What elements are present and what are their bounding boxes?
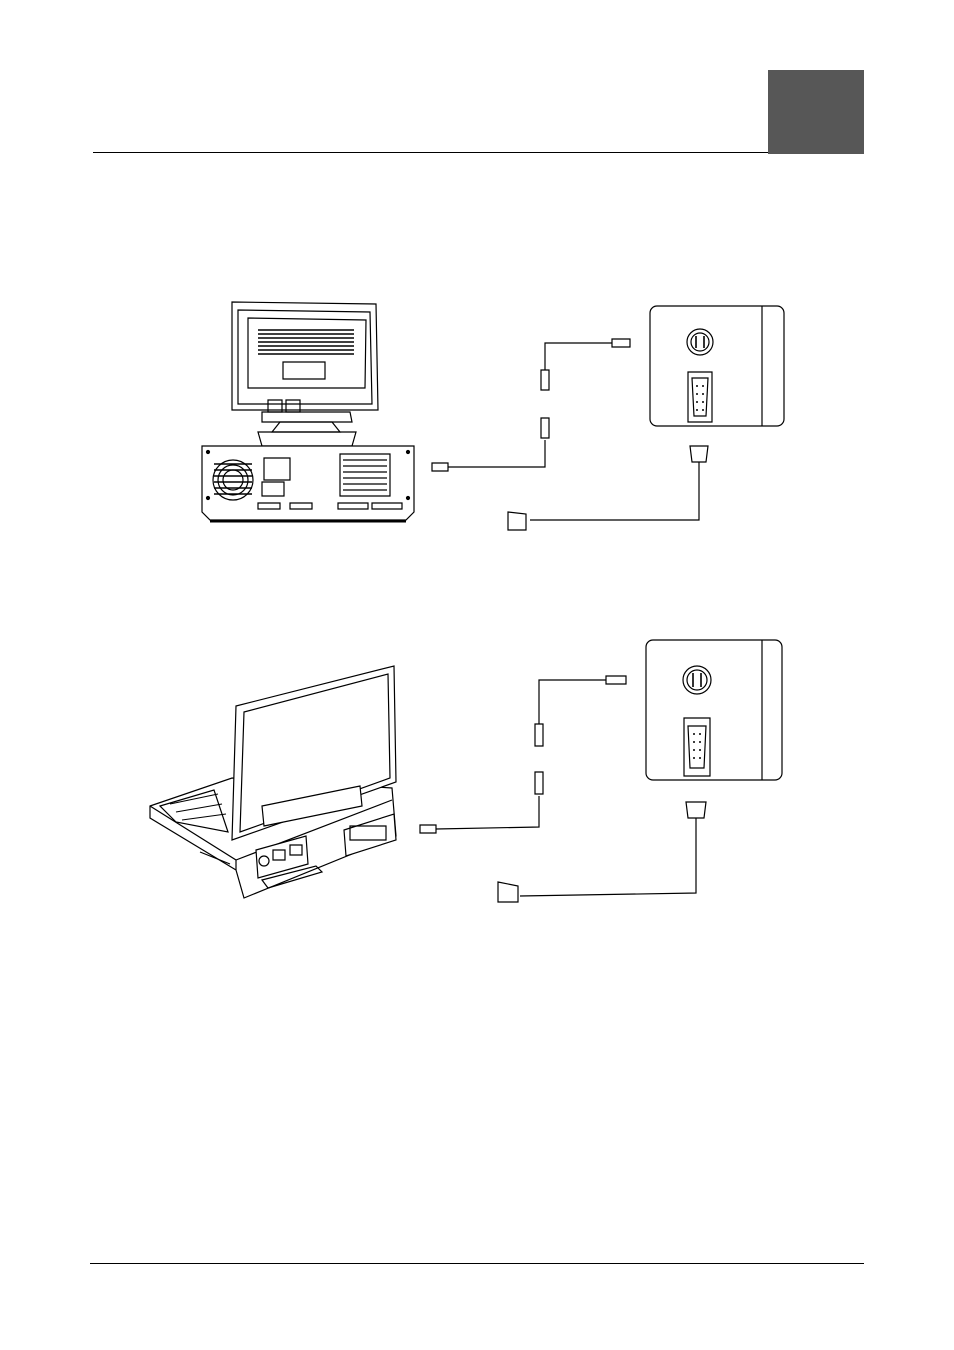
desktop-computer-illustration	[202, 302, 414, 521]
notebook-computer-illustration	[150, 666, 396, 898]
chapter-tab	[768, 70, 864, 154]
projector-input-panel	[650, 306, 784, 426]
desktop-connection-figure	[0, 290, 954, 540]
vga-cable	[508, 446, 708, 530]
notebook-connection-figure	[0, 630, 954, 910]
s-video-cable	[432, 339, 630, 471]
header-rule	[93, 152, 769, 153]
footer-rule	[90, 1263, 864, 1264]
projector-input-panel	[646, 640, 782, 780]
vga-cable	[498, 802, 706, 902]
s-video-cable	[420, 676, 626, 833]
